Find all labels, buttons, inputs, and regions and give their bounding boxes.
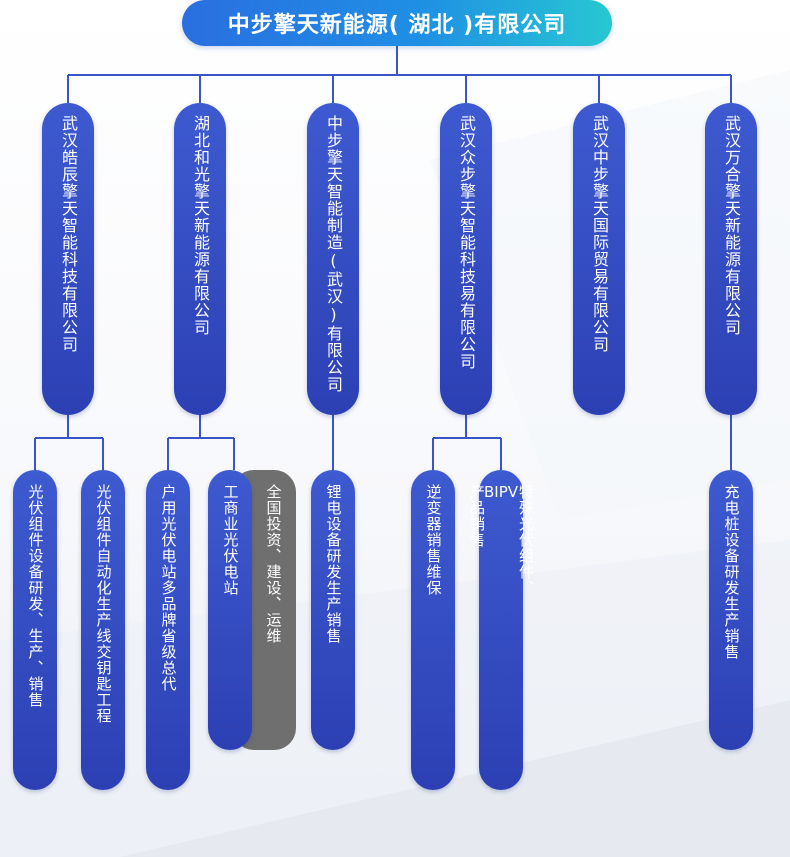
business-lithium-label: 锂电设备研发生产销售 (324, 484, 343, 644)
business-pv-turnkey-label: 光伏组件自动化生产线交钥匙工程 (94, 484, 113, 724)
business-residential-pv-label: 户用光伏电站多品牌省级总代 (159, 484, 178, 692)
company-haochen: 武汉皓辰擎天智能科技有限公司 (42, 103, 94, 415)
business-bipv-label-latin: BIPV (483, 483, 519, 501)
company-zhongbu-label: 武汉众步擎天智能科技易有限公司 (457, 115, 476, 370)
business-pv-equipment-label: 光伏组件设备研发、生产、销售 (26, 484, 45, 708)
business-commercial-pv-label: 工商业光伏电站 (221, 484, 240, 596)
business-lithium: 锂电设备研发生产销售 (311, 470, 355, 750)
business-residential-pv: 户用光伏电站多品牌省级总代 (146, 470, 190, 790)
business-pv-turnkey: 光伏组件自动化生产线交钥匙工程 (81, 470, 125, 790)
company-haochen-label: 武汉皓辰擎天智能科技有限公司 (59, 115, 78, 353)
business-bipv-label-part2: 产品销售 (467, 484, 486, 548)
business-charging-label: 充电桩设备研发生产销售 (722, 484, 741, 660)
company-trade: 武汉中步擎天国际贸易有限公司 (573, 103, 625, 415)
company-zhizao: 中步擎天智能制造(武汉)有限公司 (307, 103, 359, 415)
company-wanhe: 武汉万合擎天新能源有限公司 (705, 103, 757, 415)
company-zhongbu: 武汉众步擎天智能科技易有限公司 (440, 103, 492, 415)
business-charging: 充电桩设备研发生产销售 (709, 470, 753, 750)
business-inverter: 逆变器销售维保 (411, 470, 455, 790)
business-investment-label: 全国投资、建设、运维 (264, 484, 283, 644)
company-wanhe-label: 武汉万合擎天新能源有限公司 (722, 115, 741, 336)
company-heguang-label: 湖北和光擎天新能源有限公司 (191, 115, 210, 336)
business-pv-equipment: 光伏组件设备研发、生产、销售 (13, 470, 57, 790)
company-trade-label: 武汉中步擎天国际贸易有限公司 (590, 115, 609, 353)
parent-company-title: 中步擎天新能源( 湖北 )有限公司 (182, 0, 612, 46)
company-zhizao-label: 中步擎天智能制造(武汉)有限公司 (324, 115, 343, 393)
business-commercial-pv: 工商业光伏电站 (208, 470, 252, 750)
business-inverter-label: 逆变器销售维保 (424, 484, 443, 596)
company-heguang: 湖北和光擎天新能源有限公司 (174, 103, 226, 415)
business-bipv-label-part1: 特殊光伏组件、 (517, 484, 536, 596)
